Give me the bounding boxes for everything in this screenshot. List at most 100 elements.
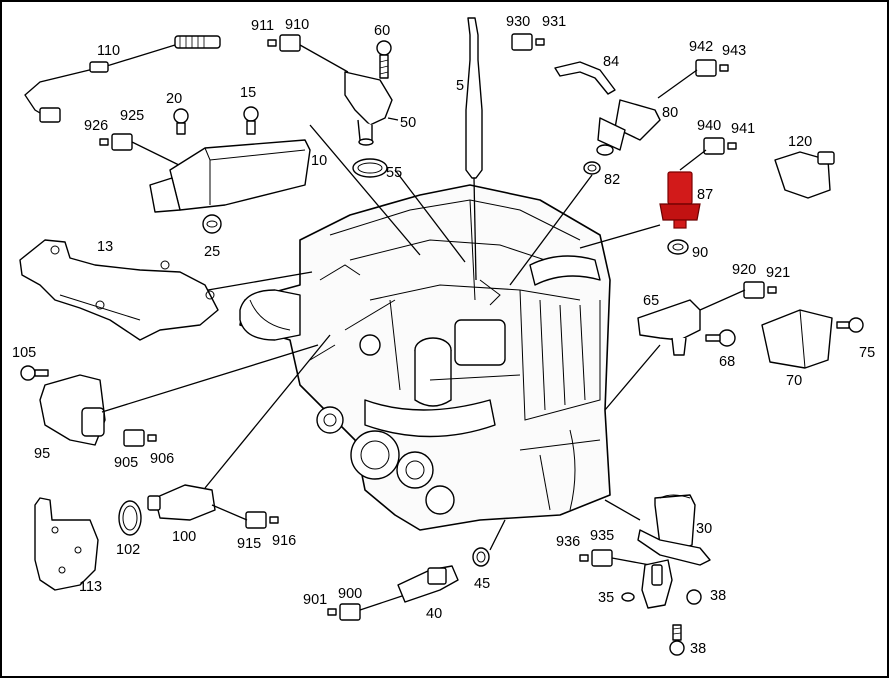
part-55-seal-ring [352, 158, 388, 178]
label-940: 940 [697, 118, 721, 134]
label-20: 20 [166, 91, 182, 107]
part-45-seal [472, 519, 506, 567]
part-920-921-connector [699, 281, 777, 311]
label-936: 936 [556, 534, 580, 550]
label-55: 55 [386, 165, 402, 181]
label-921: 921 [766, 265, 790, 281]
label-60: 60 [374, 23, 390, 39]
part-25-grommet [202, 214, 222, 234]
part-60-bolt [376, 40, 392, 79]
label-935: 935 [590, 528, 614, 544]
part-65-crankshaft-sensor [637, 299, 701, 356]
part-87-temperature-sensor[interactable] [579, 171, 701, 249]
leader-82 [509, 174, 593, 286]
part-95-sensor [39, 344, 319, 446]
part-100-valve [147, 334, 331, 521]
part-905-906-connector [123, 429, 157, 447]
label-80: 80 [662, 105, 678, 121]
label-105: 105 [12, 345, 36, 361]
sensor-87-hex[interactable] [659, 203, 701, 221]
leader-10 [309, 124, 421, 256]
leader-55 [394, 169, 466, 263]
label-30: 30 [696, 521, 712, 537]
label-926: 926 [84, 118, 108, 134]
label-40: 40 [426, 606, 442, 622]
label-110: 110 [97, 43, 120, 59]
part-102-seal-ring [118, 500, 142, 536]
part-911-910-connector [267, 34, 349, 73]
label-25: 25 [204, 244, 220, 260]
part-75-bolt [836, 317, 864, 333]
part-936-935-connector [579, 549, 651, 567]
part-15-bolt [243, 106, 259, 135]
label-15: 15 [240, 85, 256, 101]
label-906: 906 [150, 451, 174, 467]
part-915-916-connector [211, 504, 279, 529]
part-105-bolt [20, 365, 49, 381]
label-50: 50 [400, 115, 416, 131]
label-905: 905 [114, 455, 138, 471]
part-30-actuator [604, 494, 711, 566]
label-120: 120 [788, 134, 812, 150]
part-113-bracket [34, 497, 99, 591]
part-110-sensor-cable [24, 35, 221, 123]
part-68-bolt [705, 329, 736, 347]
label-82: 82 [604, 172, 620, 188]
label-10: 10 [311, 153, 327, 169]
label-35: 35 [598, 590, 614, 606]
leader-65 [604, 344, 661, 411]
part-80-sensor [596, 99, 661, 156]
part-120-sensor [774, 151, 835, 199]
part-90-seal [667, 239, 689, 255]
part-labels: 110 911 910 60 930 931 942 943 84 5 80 9… [12, 14, 875, 657]
label-100: 100 [172, 529, 196, 545]
part-10-control-unit [149, 139, 311, 213]
part-35-valve [621, 559, 702, 609]
label-113: 113 [79, 579, 102, 595]
part-942-943-connector [657, 59, 729, 99]
label-901: 901 [303, 592, 327, 608]
label-930: 930 [506, 14, 530, 30]
part-926-925-connector [99, 133, 186, 169]
part-38-bolt-lower [669, 624, 685, 656]
part-20-bolt [173, 108, 189, 135]
label-70: 70 [786, 373, 802, 389]
label-916: 916 [272, 533, 296, 549]
part-82-seal [583, 161, 601, 175]
part-84-clip [554, 61, 616, 95]
part-70-cover [761, 309, 833, 369]
label-931: 931 [542, 14, 566, 30]
label-84: 84 [603, 54, 619, 70]
label-75: 75 [859, 345, 875, 361]
part-901-900-connector [327, 594, 406, 621]
part-5-glow-plug [465, 17, 483, 281]
label-102: 102 [116, 542, 140, 558]
label-90: 90 [692, 245, 708, 261]
label-941: 941 [731, 121, 755, 137]
label-915: 915 [237, 536, 261, 552]
label-38-upper: 38 [710, 588, 726, 604]
label-68: 68 [719, 354, 735, 370]
label-910: 910 [285, 17, 309, 33]
label-38-lower: 38 [690, 641, 706, 657]
label-45: 45 [474, 576, 490, 592]
part-50-camshaft-sensor [344, 71, 399, 146]
label-65: 65 [643, 293, 659, 309]
label-942: 942 [689, 39, 713, 55]
sensor-87-body[interactable] [667, 171, 693, 205]
label-943: 943 [722, 43, 746, 59]
part-940-941-connector [679, 137, 737, 171]
label-5: 5 [456, 78, 464, 94]
sensor-87-thread[interactable] [673, 219, 687, 229]
label-920: 920 [732, 262, 756, 278]
part-930-931-connector [511, 33, 545, 51]
label-87: 87 [697, 187, 713, 203]
label-13: 13 [97, 239, 113, 255]
part-40-sensor [397, 565, 459, 603]
part-13-bracket [19, 239, 313, 341]
label-925: 925 [120, 108, 144, 124]
engine-assembly [239, 184, 611, 531]
label-95: 95 [34, 446, 50, 462]
